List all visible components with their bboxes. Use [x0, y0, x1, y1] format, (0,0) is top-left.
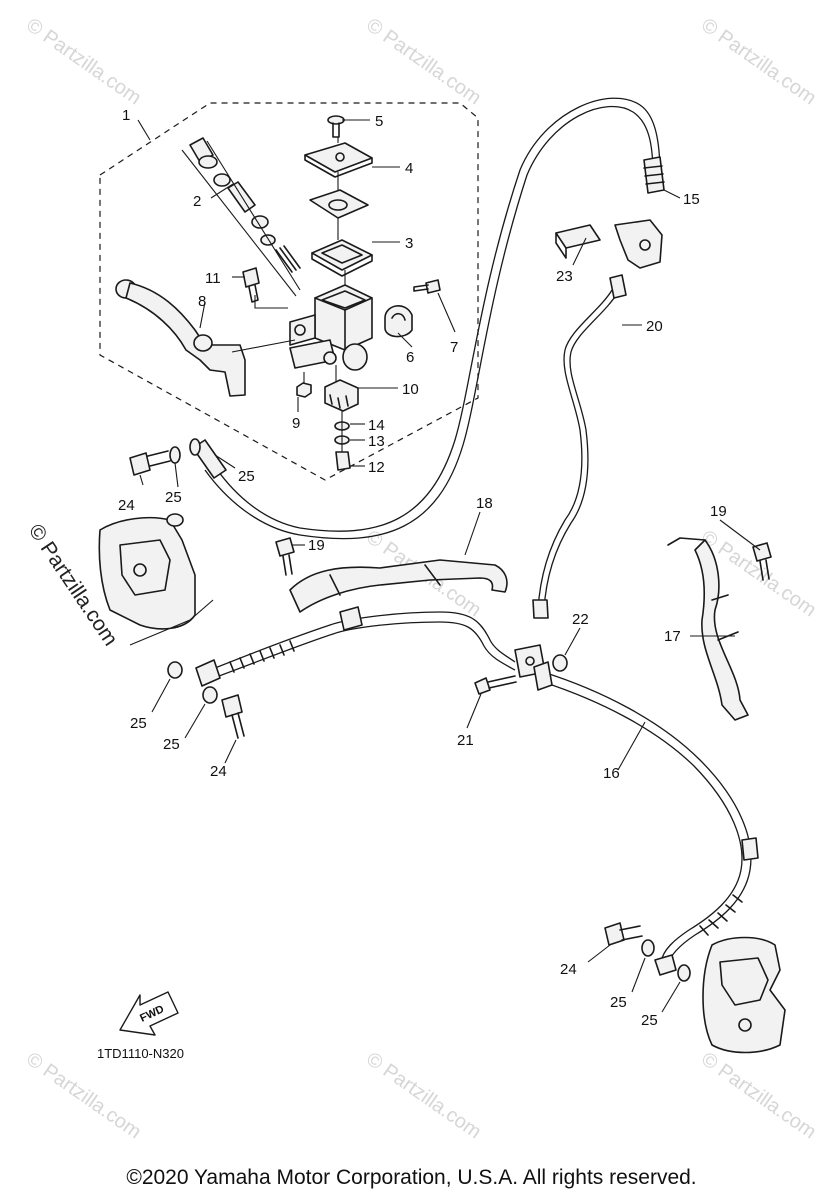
master-cylinder-body [289, 284, 373, 371]
piston-kit-2 [181, 137, 301, 297]
right-hose-end-fitting [533, 661, 553, 691]
washer-25-right-b [677, 964, 691, 982]
left-caliper-leader [129, 599, 214, 646]
hose-guide-17 [667, 537, 749, 721]
callout-1: 1 [122, 107, 130, 124]
callout-22: 22 [572, 611, 589, 628]
callout-17: 17 [664, 628, 681, 645]
fwd-arrow-icon: FWD [119, 991, 179, 1036]
callout-11: 11 [205, 270, 221, 287]
callout-24-right: 24 [560, 961, 577, 978]
diagram-code: 1TD1110-N320 [97, 1046, 184, 1061]
callout-25-lower-left-b: 25 [163, 736, 180, 753]
left-caliper [98, 513, 196, 630]
callout-6: 6 [406, 349, 414, 366]
callout-10: 10 [402, 381, 419, 398]
callout-24-top-left: 24 [118, 497, 135, 514]
screw-12 [335, 451, 351, 471]
pipe-fitting-lower [532, 599, 549, 619]
callout-19-left: 19 [308, 537, 325, 554]
diaphragm-3 [311, 239, 373, 277]
callout-19-right: 19 [710, 503, 727, 520]
callout-12: 12 [368, 459, 385, 476]
watermark: © Partzilla.com [697, 14, 820, 109]
callout-leaders [137, 119, 761, 1013]
callout-4: 4 [405, 160, 413, 177]
master-cylinder-boundary [99, 102, 479, 481]
cap-screw-5 [327, 115, 345, 138]
upper-hose-inner [204, 105, 654, 540]
bolt-24-lower-left [221, 694, 245, 739]
right-caliper [702, 936, 786, 1054]
washer-25-lower-left-b [202, 686, 218, 704]
brake-pipe-20 [537, 289, 613, 611]
assembly-axis-line [303, 137, 346, 452]
hose-guide-18 [289, 559, 508, 613]
left-hose [214, 611, 516, 669]
hose-fitting-15 [643, 156, 665, 194]
bolt-21 [474, 675, 517, 695]
callout-15: 15 [683, 191, 700, 208]
brake-lever-8 [115, 279, 296, 397]
watermark: © Partzilla.com [362, 1048, 485, 1143]
left-hose-banjo [195, 659, 221, 687]
right-hose-armor [699, 837, 759, 936]
right-hose-16-inner [542, 681, 743, 963]
callout-7: 7 [450, 339, 458, 356]
callout-5: 5 [375, 113, 383, 130]
washer-25-right-a [641, 939, 655, 957]
bolt-24-top-left [129, 450, 171, 476]
callout-24-lower-left: 24 [210, 763, 227, 780]
callout-21: 21 [457, 732, 474, 749]
brake-switch-10 [324, 379, 359, 412]
callout-20: 20 [646, 318, 663, 335]
callout-9: 9 [292, 415, 300, 432]
callout-16: 16 [603, 765, 620, 782]
callout-3: 3 [405, 235, 413, 252]
left-hose-inner [218, 621, 516, 677]
pipe-fitting-upper [609, 274, 627, 299]
callout-25-top-left-a: 25 [165, 489, 182, 506]
upper-hose [211, 97, 661, 532]
bracket-23 [555, 219, 663, 269]
callout-25-lower-left-a: 25 [130, 715, 147, 732]
callout-8: 8 [198, 293, 206, 310]
washer-25-top-left-b [189, 438, 201, 456]
watermark: © Partzilla.com [697, 1048, 820, 1143]
washer-25-top-left-a [169, 446, 181, 464]
right-hose-16 [542, 671, 752, 966]
watermark: © Partzilla.com [22, 1048, 145, 1143]
callout-25-right-a: 25 [610, 994, 627, 1011]
brake-pipe-20-inner [543, 291, 619, 611]
right-hose-banjo [654, 954, 677, 976]
clamp-holder-6 [384, 305, 413, 338]
washer-25-lower-left-a [167, 661, 183, 679]
diaphragm-plate [309, 189, 369, 219]
watermark: © Partzilla.com [362, 14, 485, 109]
callout-25-right-b: 25 [641, 1012, 658, 1029]
nut-9 [296, 382, 312, 398]
hose-end-upper [192, 439, 227, 479]
bolt-24-right [604, 922, 643, 946]
pivot-bolt-11 [242, 267, 288, 309]
reservoir-cap-4 [304, 142, 373, 178]
watermark: © Partzilla.com [22, 14, 145, 109]
callout-labels: 1 5 4 3 2 11 8 6 7 10 9 14 13 12 15 23 2… [118, 107, 727, 1029]
callout-25-top-left-b: 25 [238, 468, 255, 485]
washer-22 [552, 654, 568, 672]
callout-13: 13 [368, 433, 385, 450]
callout-23: 23 [556, 268, 573, 285]
callout-18: 18 [476, 495, 493, 512]
callout-14: 14 [368, 417, 385, 434]
copyright-notice: ©2020 Yamaha Motor Corporation, U.S.A. A… [126, 1166, 697, 1189]
bolt-7 [413, 279, 441, 294]
bolt-19-left [275, 537, 295, 576]
callout-2: 2 [193, 193, 201, 210]
left-hose-armor [229, 606, 363, 673]
